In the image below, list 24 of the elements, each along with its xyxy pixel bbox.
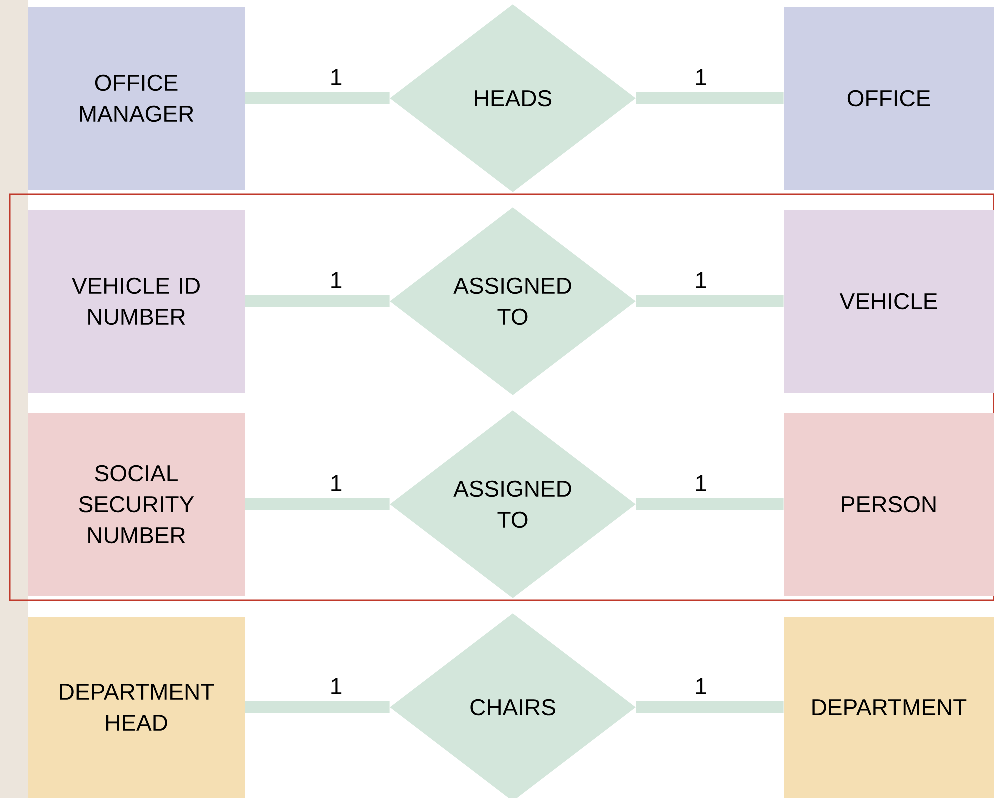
- cardinality-label: 1: [332, 69, 342, 86]
- entity-box: VEHICLE: [784, 210, 994, 393]
- connector-line: [636, 498, 784, 510]
- entity-box: OFFICE: [784, 7, 994, 190]
- cardinality-label: 1: [696, 69, 706, 86]
- cardinality-label: 1: [696, 475, 706, 492]
- entity-box: SOCIAL SECURITY NUMBER: [28, 413, 245, 596]
- cardinality-label: 1: [696, 272, 706, 288]
- connector-line: [245, 92, 390, 104]
- connector-line: [245, 296, 390, 308]
- entity-box: OFFICE MANAGER: [28, 7, 245, 190]
- connector-line: [636, 296, 784, 308]
- entity-box: PERSON: [784, 413, 994, 596]
- cardinality-label: 1: [696, 678, 706, 694]
- connector-line: [245, 498, 390, 510]
- connector-line: [636, 702, 784, 714]
- connector-line: [636, 92, 784, 104]
- entity-box: VEHICLE ID NUMBER: [28, 210, 245, 393]
- connector-line: [245, 702, 390, 714]
- cardinality-label: 1: [332, 272, 342, 288]
- entity-box: DEPARTMENT: [784, 617, 994, 798]
- entity-box: DEPARTMENT HEAD: [28, 617, 245, 798]
- cardinality-label: 1: [332, 678, 342, 694]
- cardinality-label: 1: [332, 475, 342, 492]
